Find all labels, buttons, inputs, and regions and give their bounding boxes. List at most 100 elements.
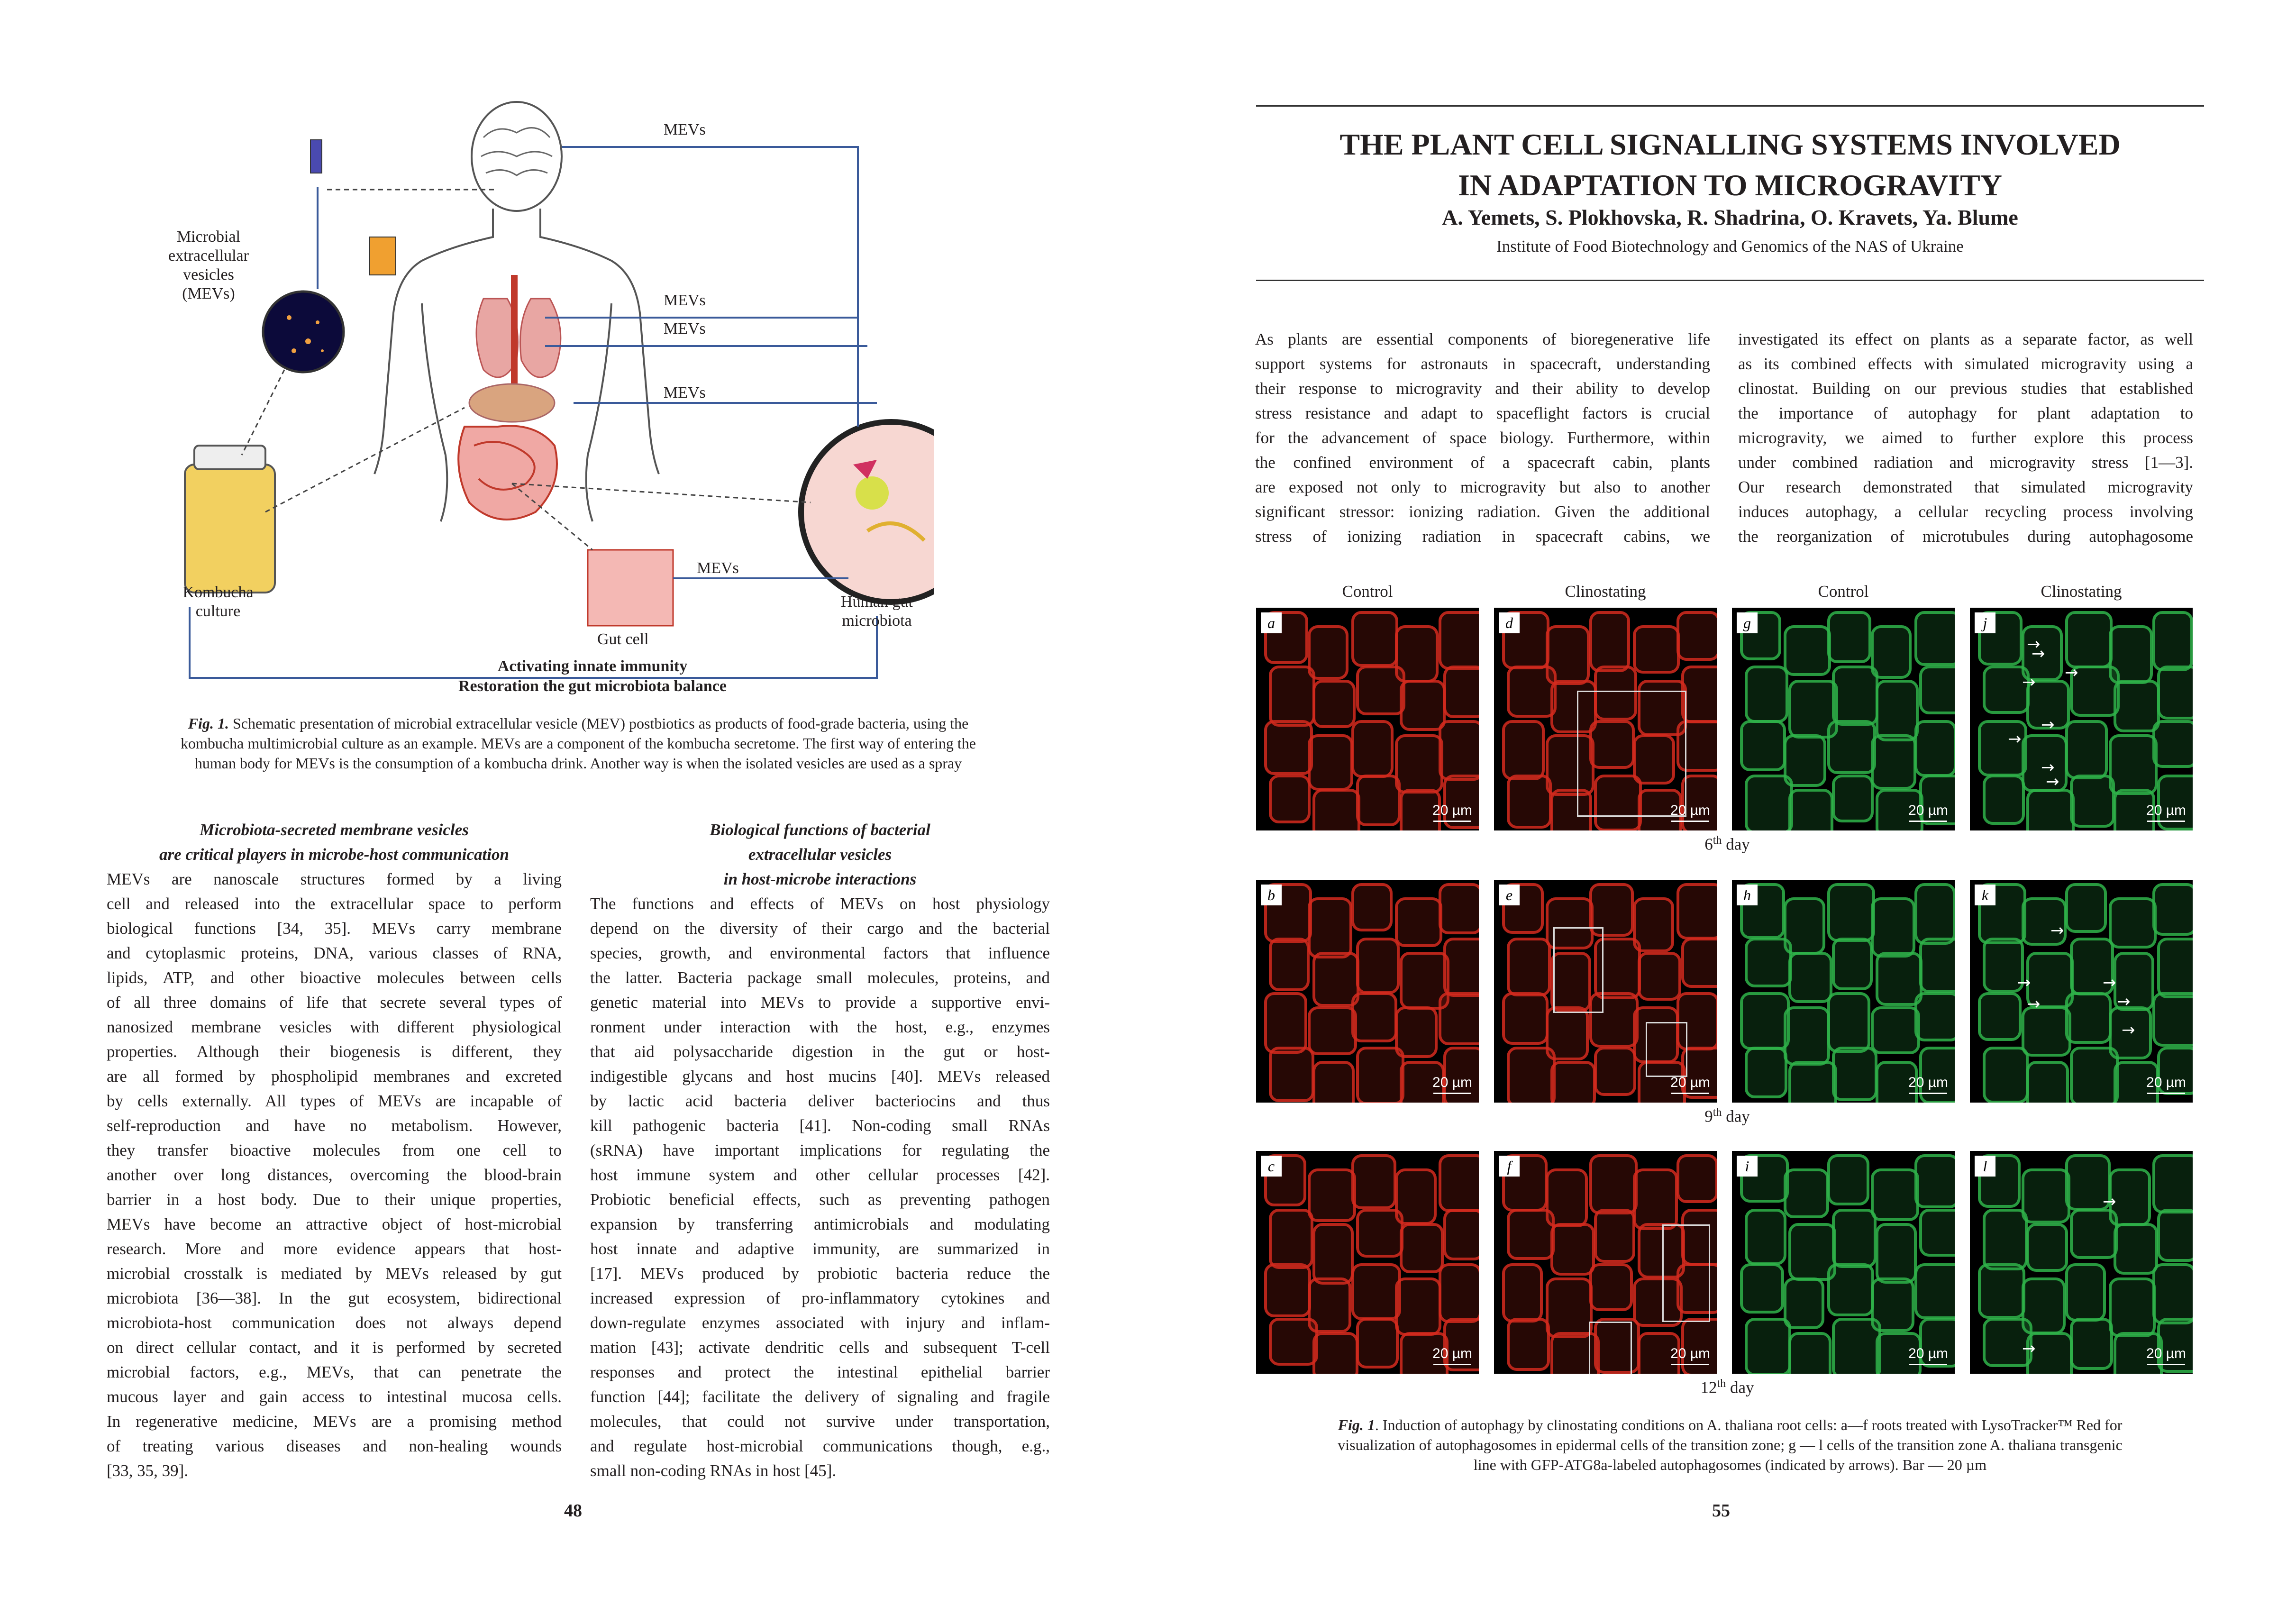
scale-bar-line (1909, 1364, 1947, 1365)
text-line: the importance of autophagy for plant ad… (1738, 404, 2193, 422)
col-header-control-red: Control (1342, 582, 1393, 601)
text-line: As plants are essential components of bi… (1255, 330, 1710, 348)
text-line: significant stressor: ionizing radiation… (1255, 502, 1710, 521)
scale-bar-line (1671, 1093, 1709, 1094)
text-line: of all three domains of life that secret… (107, 993, 562, 1012)
text-line: Our research demonstrated that simulated… (1738, 478, 2193, 496)
scale-bar: 20 µm (2146, 803, 2186, 822)
text-line: microbial crosstalk is mediated by MEVs … (107, 1264, 562, 1283)
section-heading-2: Biological functions of bacterial extrac… (710, 821, 930, 888)
scale-bar: 20 µm (1908, 1346, 1948, 1365)
mevs-label-2: MEVs (664, 292, 706, 309)
text-line: clinostat. Building on our previous stud… (1738, 379, 2193, 398)
kombucha-jar (184, 464, 276, 593)
left-page-number: 48 (564, 1501, 582, 1521)
cell-wall-pattern (1502, 1154, 1717, 1374)
text-line: microbial factors, e.g., MEVs, that can … (107, 1363, 562, 1381)
scale-bar-label: 20 µm (1908, 1075, 1948, 1090)
scale-bar: 20 µm (1432, 1346, 1472, 1365)
autophagosome-arrow-icon: → (2046, 772, 2059, 791)
text-line: The functions and effects of MEVs on hos… (590, 894, 1050, 913)
scale-bar: 20 µm (2146, 1075, 2186, 1094)
region-of-interest-box (1646, 1022, 1687, 1077)
left-figure-caption: Fig. 1. Schematic presentation of microb… (181, 715, 976, 772)
autophagosome-arrow-icon: → (2103, 1192, 2116, 1211)
region-of-interest-box (1577, 691, 1686, 817)
left-column-1-text: MEVs are nanoscale structures formed by … (107, 867, 562, 1483)
text-line: MEVs have become an attractive object of… (107, 1215, 562, 1233)
mevs-label-3: MEVs (664, 320, 706, 338)
text-line: mation [43]; activate dendritic cells an… (590, 1338, 1050, 1357)
text-line: microgravity, we aimed to further explor… (1738, 429, 2193, 447)
text-line: of treating various diseases and non-hea… (107, 1437, 562, 1455)
cell-wall-pattern (1740, 883, 1955, 1103)
text-line: and cytoplasmic proteins, DNA, various c… (107, 944, 562, 962)
text-line: cell and released into the extracellular… (107, 894, 562, 913)
scale-bar-label: 20 µm (2146, 803, 2186, 818)
scale-bar-line (2147, 1364, 2185, 1365)
scale-bar-line (1909, 1093, 1947, 1094)
panel-letter: f (1499, 1156, 1520, 1177)
panel-letter: g (1737, 612, 1758, 633)
col-header-clinostating-green: Clinostating (2041, 582, 2122, 601)
spray-icon (310, 139, 322, 173)
mevs-label-4: MEVs (664, 384, 706, 401)
cell-wall-pattern (1502, 611, 1717, 830)
text-line: small non-coding RNAs in host [45]. (590, 1461, 837, 1480)
gut-cell-label: Gut cell (597, 630, 649, 648)
scale-bar: 20 µm (1670, 803, 1710, 822)
autophagosome-arrow-icon: → (2027, 635, 2041, 654)
right-figure-caption: Fig. 1. Induction of autophagy by clinos… (1338, 1416, 2123, 1473)
scale-bar: 20 µm (1432, 1075, 1472, 1094)
right-column-1: As plants are essential components of bi… (1255, 327, 1710, 549)
micrograph-panel-h: h 20 µm (1732, 880, 1955, 1103)
scale-bar: 20 µm (1670, 1346, 1710, 1365)
autophagosome-arrow-icon: → (2041, 715, 2055, 734)
scale-bar-label: 20 µm (1670, 803, 1710, 818)
article-title: THE PLANT CELL SIGNALLING SYSTEMS INVOLV… (1339, 128, 2121, 202)
text-line: species, growth, and environmental facto… (590, 944, 1050, 962)
mev-microscopy-circle (262, 290, 345, 374)
scale-bar-label: 20 µm (2146, 1346, 2186, 1361)
panel-letter: k (1975, 885, 1995, 905)
autophagosome-arrow-icon: → (2008, 730, 2022, 748)
text-line: the reorganization of microtubules durin… (1738, 527, 2193, 546)
text-line: genetic material into MEVs to provide a … (590, 993, 1050, 1012)
mevs-label-5: MEVs (697, 559, 739, 577)
bottom-rule (1256, 280, 2204, 281)
scale-bar: 20 µm (2146, 1346, 2186, 1365)
autophagosome-arrow-icon: → (2050, 921, 2064, 940)
text-line: are all formed by phospholipid membranes… (107, 1067, 562, 1086)
text-line: induces autophagy, a cellular recycling … (1738, 502, 2193, 521)
cell-wall-pattern (1502, 883, 1717, 1103)
panel-letter: j (1975, 612, 1995, 633)
drink-cup-icon (369, 237, 396, 275)
text-line: the confined environment of a spacecraft… (1255, 453, 1710, 472)
intestine (457, 425, 558, 520)
scale-bar-label: 20 µm (1432, 803, 1472, 818)
text-line: Probiotic beneficial effects, such as pr… (590, 1190, 1050, 1209)
scale-bar-label: 20 µm (1908, 1346, 1948, 1361)
col-header-clinostating-red: Clinostating (1565, 582, 1646, 601)
text-line: on direct cellular contact, and it is pe… (107, 1338, 562, 1357)
text-line: their response to microgravity and their… (1255, 379, 1710, 398)
text-line: another over long distances, overcoming … (107, 1166, 562, 1184)
text-line: by cells externally. All types of MEVs a… (107, 1092, 562, 1110)
gut-cell-drawing (587, 549, 674, 627)
right-column-2: investigated its effect on plants as a s… (1738, 327, 2193, 549)
scale-bar-label: 20 µm (1670, 1346, 1710, 1361)
scale-bar-line (1671, 1364, 1709, 1365)
autophagosome-arrow-icon: → (2122, 1021, 2135, 1040)
panel-letter: h (1737, 885, 1758, 905)
day-label: 9th day (1704, 1106, 1750, 1126)
right-page-number: 55 (1712, 1501, 1730, 1521)
text-line: function [44]; facilitate the delivery o… (590, 1387, 1050, 1406)
text-line: the latter. Bacteria package small molec… (590, 968, 1050, 987)
left-column-2-text: The functions and effects of MEVs on hos… (590, 892, 1050, 1483)
text-line: by lactic acid bacteria deliver bacterio… (590, 1092, 1050, 1110)
text-line: depend on the diversity of their cargo a… (590, 919, 1050, 938)
